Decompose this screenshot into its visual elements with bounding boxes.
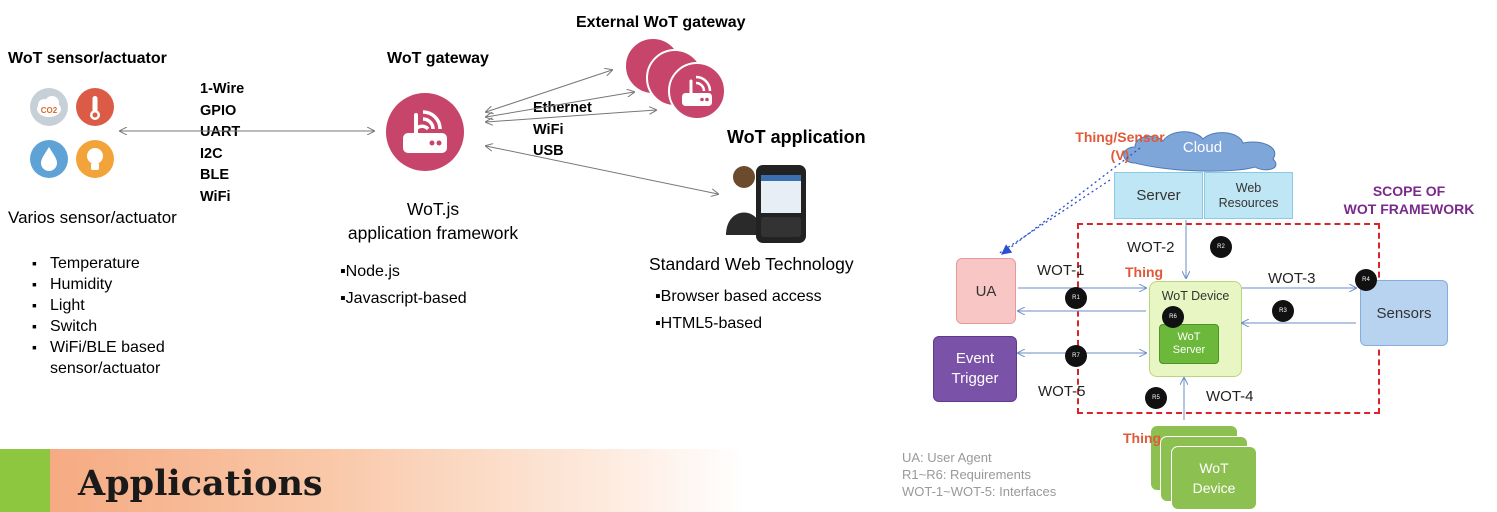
- thing-top-label: Thing: [1125, 264, 1164, 280]
- list-item: ▪Node.js: [340, 263, 400, 280]
- router-icon: [386, 93, 464, 171]
- requirement-marker: R4: [1355, 269, 1377, 291]
- list-item: Temperature: [32, 253, 165, 274]
- sensor-caption: Varios sensor/actuator: [8, 208, 177, 227]
- app-title: WoT application: [727, 127, 866, 147]
- list-item: Light: [32, 295, 165, 316]
- web-resources-line: Web: [1235, 180, 1262, 195]
- scope-title-line: WOT FRAMEWORK: [1343, 201, 1475, 217]
- web-resources-box: Web Resources: [1204, 172, 1293, 219]
- list-item-continuation: sensor/actuator: [50, 360, 161, 377]
- wot-device-box: WoT Device WoT Server: [1149, 281, 1242, 377]
- event-trigger-line: Trigger: [951, 370, 999, 387]
- ua-label: UA: [975, 282, 997, 300]
- thermometer-icon: [76, 88, 114, 126]
- interface-label: WOT-5: [1038, 383, 1086, 400]
- ua-box: UA: [956, 258, 1016, 324]
- section-banner: Applications: [0, 449, 745, 512]
- app-caption: Standard Web Technology: [649, 254, 854, 274]
- left-connector-arrows: [0, 0, 760, 200]
- light-bulb-icon: [76, 140, 114, 178]
- scope-title: SCOPE OF WOT FRAMEWORK: [1334, 182, 1484, 218]
- list-item: ▪Javascript-based: [340, 290, 467, 307]
- external-gateway-title: External WoT gateway: [576, 14, 746, 31]
- sensor-bullet-list: Temperature Humidity Light Switch WiFi/B…: [32, 253, 165, 379]
- list-item: WiFi/BLE based: [32, 337, 165, 358]
- wot-server-line: WoT: [1177, 331, 1201, 343]
- bottom-device-line: WoT: [1199, 460, 1229, 476]
- wot-device-stack-front: WoT Device: [1171, 446, 1257, 510]
- thing-sensor-line: Thing/Sensor: [1075, 129, 1165, 145]
- protocol-item: 1-Wire: [200, 81, 245, 97]
- gateway-external-arrow: [486, 70, 612, 112]
- gateway-title: WoT gateway: [387, 50, 489, 67]
- sensors-label: Sensors: [1376, 304, 1432, 322]
- server-box: Server: [1114, 172, 1203, 219]
- legend-item: WOT-1~WOT-5: Interfaces: [902, 484, 1057, 499]
- server-label: Server: [1136, 187, 1181, 204]
- protocol-item: GPIO: [200, 102, 237, 119]
- sensor-title: WoT sensor/actuator: [8, 50, 167, 67]
- requirement-marker: R2: [1210, 236, 1232, 258]
- smartphone-user-icon: [722, 155, 812, 245]
- legend-item: R1~R6: Requirements: [902, 467, 1031, 482]
- web-resources-line: Resources: [1218, 195, 1279, 210]
- co2-text: CO2: [41, 106, 58, 115]
- cloud-label: Cloud: [1182, 139, 1223, 156]
- gateway-bullets: ▪Node.js ▪Javascript-based: [340, 258, 467, 312]
- legend: UA: User Agent R1~R6: Requirements WOT-1…: [902, 449, 1056, 500]
- protocol-item: WiFi: [200, 188, 231, 205]
- interface-label: WOT-1: [1037, 262, 1085, 279]
- interface-label: WOT-2: [1127, 239, 1175, 256]
- gateway-caption: WoT.js application framework: [333, 197, 533, 245]
- gateway-caption-line: WoT.js: [406, 199, 460, 219]
- app-bullets: ▪Browser based access ▪HTML5-based: [655, 283, 822, 337]
- water-drop-icon: [30, 140, 68, 178]
- protocol-item: I2C: [200, 145, 223, 162]
- wot-server-line: Server: [1172, 344, 1206, 356]
- requirement-marker: R5: [1145, 387, 1167, 409]
- wot-server-box: WoT Server: [1159, 324, 1219, 364]
- event-trigger-box: Event Trigger: [933, 336, 1017, 402]
- thing-sensor-line: (V): [1110, 147, 1130, 163]
- wot-device-label: WoT Device: [1161, 289, 1230, 303]
- interface-label: WOT-3: [1268, 270, 1316, 287]
- scope-title-line: SCOPE OF: [1372, 183, 1446, 199]
- requirement-marker: R1: [1065, 287, 1087, 309]
- requirement-marker: R7: [1065, 345, 1087, 367]
- event-trigger-line: Event: [955, 350, 995, 367]
- gateway-caption-line: application framework: [347, 223, 519, 243]
- list-item: Humidity: [32, 274, 165, 295]
- gateway-external-arrow: [486, 110, 656, 122]
- banner-title: Applications: [78, 463, 323, 504]
- bottom-device-line: Device: [1192, 480, 1236, 496]
- requirement-marker: R6: [1162, 306, 1184, 328]
- list-item: sensor/actuator: [32, 358, 165, 379]
- cloud-shape: Cloud: [1115, 127, 1290, 173]
- interface-label: WOT-4: [1206, 388, 1254, 405]
- protocol-item: BLE: [200, 167, 229, 183]
- thing-sensor-label: Thing/Sensor (V): [1060, 128, 1180, 164]
- requirement-marker: R3: [1272, 300, 1294, 322]
- list-item: ▪HTML5-based: [655, 315, 763, 332]
- legend-item: UA: User Agent: [902, 450, 992, 465]
- co2-cloud-icon: CO2: [30, 88, 68, 126]
- gateway-app-arrow: [486, 146, 718, 194]
- router-icon: [668, 62, 726, 120]
- list-item: Switch: [32, 316, 165, 337]
- list-item: ▪Browser based access: [655, 288, 822, 305]
- thing-bottom-label: Thing: [1123, 430, 1162, 446]
- banner-accent: [0, 449, 50, 512]
- sensors-box: Sensors: [1360, 280, 1448, 346]
